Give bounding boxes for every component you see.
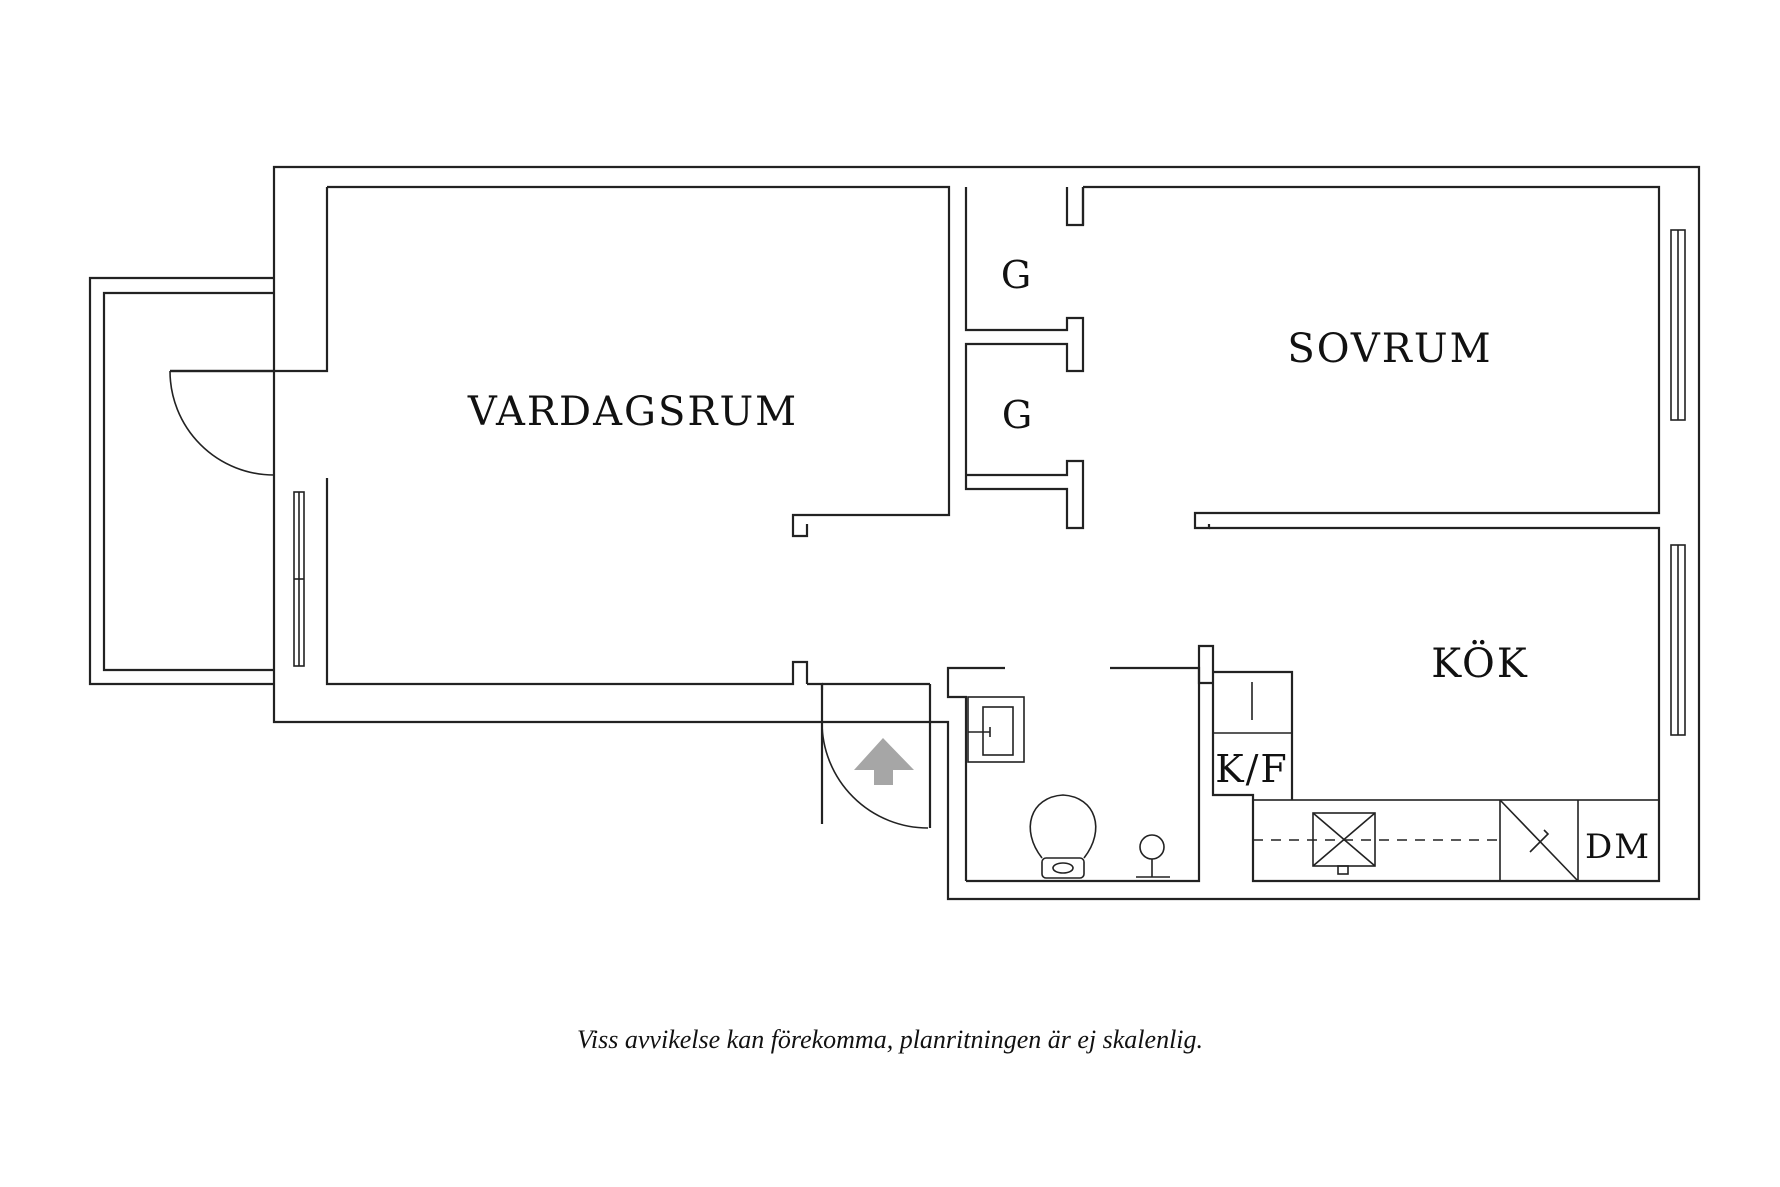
bathroom-walls — [820, 666, 1201, 883]
closets — [964, 187, 1085, 530]
drain-icon — [1136, 834, 1170, 878]
balcony — [88, 276, 274, 686]
appliance-label-fridge: K/F — [1215, 747, 1289, 791]
entry-door — [807, 682, 932, 829]
kitchen-walls — [1197, 526, 1686, 883]
appliance-label-dishwasher: DM — [1585, 827, 1651, 867]
outer-walls — [170, 165, 1701, 901]
stove-icon — [1312, 812, 1376, 875]
balcony-window — [293, 491, 305, 667]
room-label-kok: KÖK — [1431, 640, 1528, 687]
sink-icon — [967, 696, 1025, 763]
room-label-closet-2: G — [1002, 393, 1034, 437]
toilet-icon — [1029, 794, 1097, 879]
room-label-vardagsrum: VARDAGSRUM — [467, 389, 798, 435]
room-label-sovrum: SOVRUM — [1287, 326, 1492, 372]
entry-arrow-icon — [854, 738, 914, 785]
balcony-door — [169, 369, 275, 476]
disclaimer-caption: Viss avvikelse kan förekomma, planritnin… — [577, 1025, 1203, 1054]
room-label-closet-1: G — [1001, 253, 1033, 297]
